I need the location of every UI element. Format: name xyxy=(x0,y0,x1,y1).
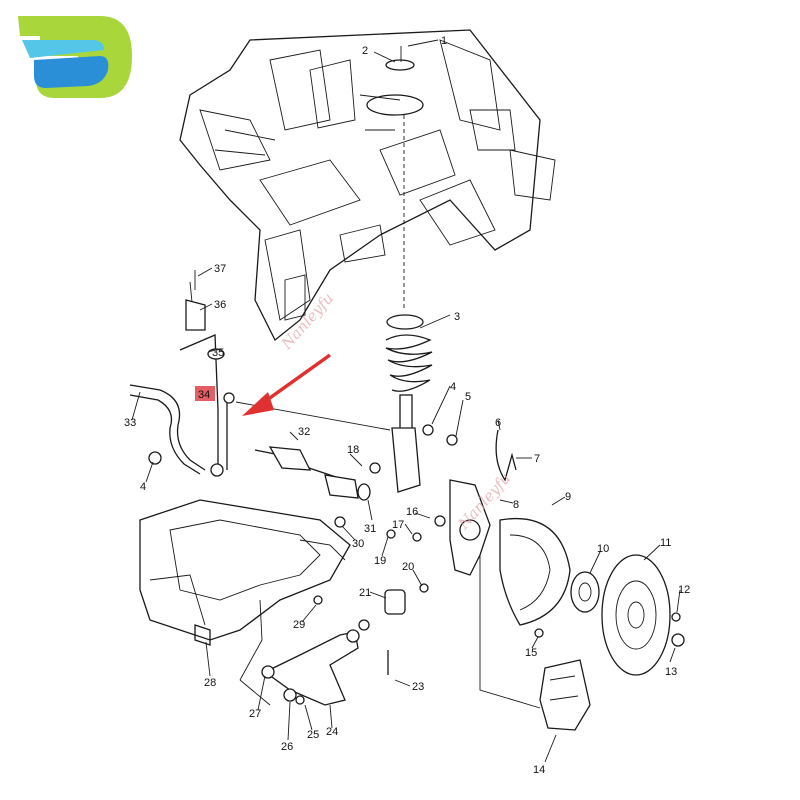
subframe xyxy=(139,499,351,681)
wheel-hub xyxy=(570,571,600,613)
callout-36: 36 xyxy=(214,299,226,311)
callout-19: 19 xyxy=(374,555,386,567)
callout-29: 29 xyxy=(293,619,305,631)
callout-12: 12 xyxy=(678,584,690,596)
callout-33: 33 xyxy=(124,417,136,429)
callout-28: 28 xyxy=(204,677,216,689)
callout-27: 27 xyxy=(249,708,261,720)
leader-lines xyxy=(131,39,681,763)
callout-7: 7 xyxy=(534,453,540,465)
fasteners xyxy=(148,424,685,705)
callout-23: 23 xyxy=(412,681,424,693)
callout-8: 8 xyxy=(513,499,519,511)
splash-shield xyxy=(499,518,571,626)
callout-32: 32 xyxy=(298,426,310,438)
body-structure xyxy=(179,29,556,342)
watermark-1: Nanleyfu xyxy=(277,289,337,353)
lower-control-arm xyxy=(261,629,360,706)
callout-9: 9 xyxy=(565,491,571,503)
callout-34: 34 xyxy=(198,389,210,401)
callout-18: 18 xyxy=(347,444,359,456)
callout-2: 2 xyxy=(362,45,368,57)
callout-17: 17 xyxy=(392,519,404,531)
strut-spring-assembly xyxy=(385,314,433,493)
callout-6: 6 xyxy=(495,417,501,429)
callouts: 1 2 3 4 5 6 7 8 9 10 11 12 13 14 15 16 1… xyxy=(124,35,690,776)
callout-5: 5 xyxy=(465,391,471,403)
drive-shaft xyxy=(254,446,371,501)
callout-25: 25 xyxy=(307,729,319,741)
callout-1: 1 xyxy=(441,35,447,47)
callout-14: 14 xyxy=(533,764,545,776)
callout-3: 3 xyxy=(454,311,460,323)
callout-11: 11 xyxy=(660,537,671,549)
callout-35: 35 xyxy=(212,347,224,359)
callout-15: 15 xyxy=(525,647,537,659)
highlight-34 xyxy=(195,353,332,416)
callout-20: 20 xyxy=(402,561,414,573)
steering-knuckle xyxy=(449,479,491,576)
brake-caliper xyxy=(539,659,591,731)
callout-13: 13 xyxy=(665,666,677,678)
callout-26: 26 xyxy=(281,741,293,753)
callout-21: 21 xyxy=(359,587,371,599)
callout-31: 31 xyxy=(364,523,376,535)
brand-logo xyxy=(18,16,132,98)
callout-10: 10 xyxy=(597,543,609,555)
brake-rotor xyxy=(601,554,671,676)
callout-4a: 4 xyxy=(450,381,456,393)
callout-30: 30 xyxy=(352,538,364,550)
callout-24: 24 xyxy=(326,726,338,738)
callout-37: 37 xyxy=(214,263,226,275)
stabilizer-bar xyxy=(129,270,235,477)
callout-16: 16 xyxy=(406,506,418,518)
callout-4b: 4 xyxy=(140,481,146,493)
